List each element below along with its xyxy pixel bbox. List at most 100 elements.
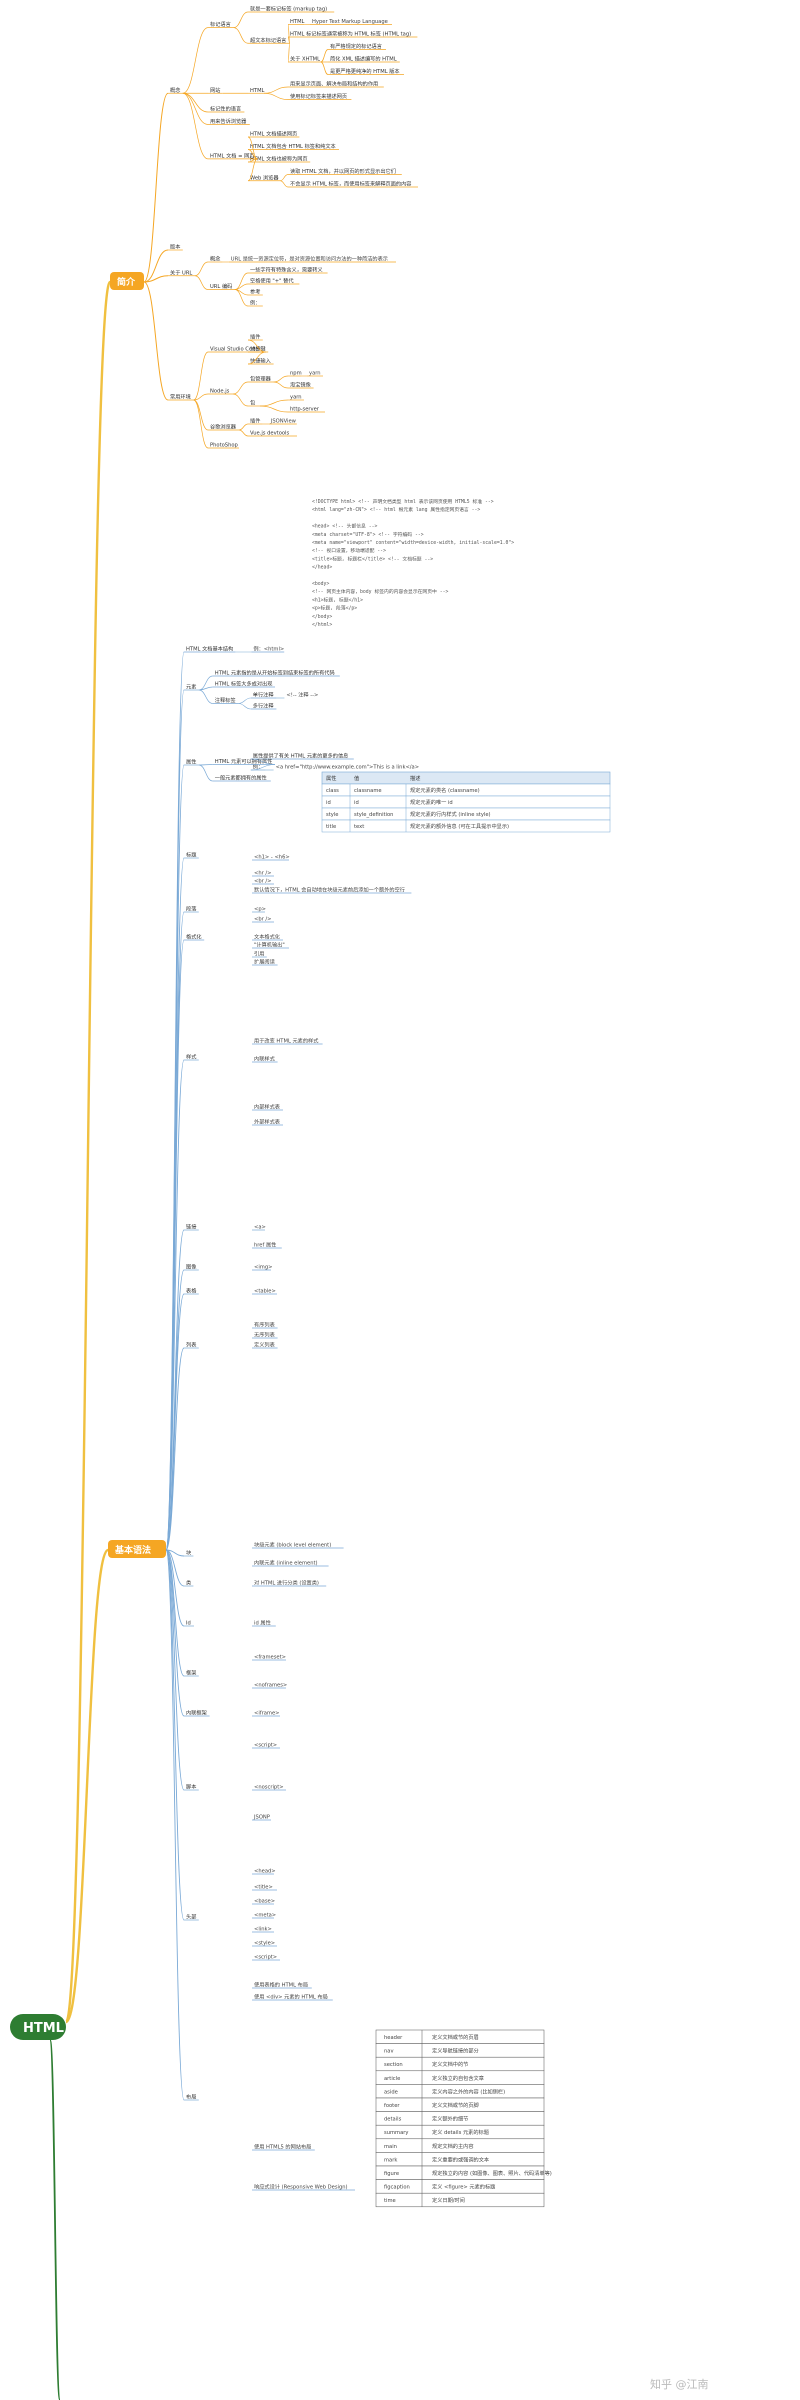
mindmap-node: 概念 (210, 255, 220, 263)
mindmap-node: 例： (253, 763, 263, 771)
table-row (321, 819, 611, 833)
code-line: <meta charset="UTF-8"> <!-- 字符编码 --> (312, 531, 424, 538)
semantic-desc-cell: 定义 details 元素的标题 (432, 2128, 489, 2136)
detail-leaf: <p> (254, 907, 266, 913)
connector-line (232, 381, 249, 395)
table-cell: style_definition (354, 812, 393, 818)
connector-line (234, 289, 249, 307)
detail-leaf: 使用表格的 HTML 布局 (254, 1981, 308, 1989)
detail-leaf: <h1> - <h6> (254, 855, 290, 861)
mindmap-node: HTML (250, 88, 265, 94)
mindmap-node: npm (290, 371, 302, 377)
detail-leaf: 有序列表 (254, 1321, 276, 1329)
connector-line (247, 351, 267, 365)
detail-leaf: <frameset> (254, 1655, 286, 1661)
semantic-tag-cell: figure (384, 2171, 399, 2177)
semantic-tag-cell: time (384, 2198, 396, 2204)
connector-line (64, 1548, 110, 2024)
detail-leaf: <script> (254, 1955, 277, 1961)
detail-leaf: 使用 HTML5 的网站布局 (254, 2143, 311, 2151)
detail-leaf: <script> (254, 1743, 277, 1749)
detail-leaf: 内联样式 (254, 1055, 276, 1063)
mindmap-node: 谷歌浏览器 (210, 423, 237, 431)
code-line: <!-- 网页主体内容，body 标签内的内容会显示在网页中 --> (312, 588, 448, 595)
branch-node: 脚本 (186, 1783, 196, 1791)
branch-node: HTML 文档基本结构 (186, 645, 233, 653)
connector-line (165, 1549, 185, 1791)
mindmap-node: 是更严格更纯净的 HTML 版本 (330, 67, 400, 75)
table-header-cell: 描述 (410, 774, 420, 782)
table-cell: title (326, 824, 336, 830)
node-note: yarn (309, 371, 321, 377)
branch-node: 头部 (186, 1913, 196, 1921)
mindmap-node: PhotoShop (210, 443, 239, 449)
branch-node: 类 (186, 1579, 191, 1587)
mindmap-node: 属性提供了有关 HTML 元素的更多的信息 (253, 752, 349, 760)
section-label: 简介 (117, 276, 136, 288)
connector-line (182, 92, 209, 125)
table-cell: 规定元素的唯一 id (410, 798, 453, 806)
semantic-desc-cell: 定义导航链接的部分 (432, 2047, 479, 2055)
connector-line (193, 399, 209, 449)
connector-line (165, 1549, 185, 1921)
branch-node: 属性 (186, 758, 196, 766)
branch-node: 布局 (186, 2093, 196, 2101)
semantic-tag-cell: nav (384, 2049, 394, 2055)
node-note: JSONView (270, 419, 297, 425)
mindmap-node: 概念 (170, 86, 180, 94)
branch-node: 样式 (186, 1053, 197, 1061)
branch-node: 框架 (186, 1669, 196, 1677)
mindmap-node: Vue.js devtools (250, 431, 289, 437)
connector-line (320, 61, 329, 75)
table-cell: id (326, 800, 331, 806)
section-node-intro[interactable] (110, 272, 144, 290)
connector-line (273, 375, 289, 383)
detail-leaf: <meta> (254, 1913, 276, 1919)
mindmap-node: 插件 (250, 333, 260, 341)
branch-node: 格式化 (186, 933, 202, 941)
mindmap-node: URL 编码 (210, 282, 232, 290)
connector-line (165, 1059, 185, 1551)
branch-note: 例：<html> (253, 645, 284, 653)
mindmap-node: 插件 (250, 417, 260, 425)
detail-leaf: <img> (254, 1265, 272, 1271)
detail-leaf: <link> (254, 1927, 272, 1933)
code-line: <meta name="viewport" content="width=dev… (312, 540, 514, 546)
code-line: </head> (312, 565, 332, 571)
semantic-desc-cell: 定义重要的或强调的文本 (432, 2155, 489, 2163)
mindmap-node: 多行注释 (253, 702, 275, 710)
semantic-desc-cell: 定义文档中的节 (432, 2060, 468, 2068)
table-cell: text (354, 824, 364, 830)
semantic-tag-cell: figcaption (384, 2185, 410, 2191)
mindmap-node: http-server (290, 407, 320, 413)
connector-line (280, 174, 289, 182)
connector-line (165, 1347, 185, 1551)
mindmap-node: HTML 文档包含 HTML 标签和纯文本 (250, 142, 336, 150)
detail-leaf: 文本格式化 (254, 933, 280, 941)
mindmap-node: 单行注释 (253, 691, 275, 699)
mindmap-node: HTML 文档描述网页 (250, 130, 297, 138)
detail-leaf: 定义列表 (254, 1341, 276, 1349)
mindmap-node: 用来告诉浏览器 (210, 117, 247, 125)
semantic-tag-cell: section (384, 2062, 403, 2068)
connector-line (143, 249, 169, 283)
connector-line (280, 180, 289, 188)
semantic-desc-cell: 规定独立的内容 (如图像、图表、照片、代码清单等) (432, 2169, 552, 2177)
table-cell: 规定元素的额外信息 (可在工具提示中显示) (410, 822, 509, 830)
connector-line (143, 92, 169, 283)
mindmap-node: 有严格规定的标记语言 (330, 42, 382, 50)
section-node-basic-syntax[interactable] (108, 1540, 166, 1558)
semantic-tag-cell: main (384, 2144, 397, 2150)
connector-line (287, 42, 291, 63)
code-line: <!DOCTYPE html> <!-- 声明文档类型 html 表示该网页使用… (312, 498, 494, 505)
code-line: <body> (312, 581, 329, 587)
table-cell: class (326, 788, 339, 794)
connector-line (64, 280, 112, 2024)
table-cell: 规定元素的行内样式 (inline style) (410, 810, 491, 818)
mindmap-node: 常用环境 (170, 393, 191, 401)
connector-line (193, 351, 209, 401)
mindmap-node: yarn (290, 395, 302, 401)
root-node[interactable] (10, 2014, 66, 2040)
code-line: </html> (312, 622, 332, 628)
